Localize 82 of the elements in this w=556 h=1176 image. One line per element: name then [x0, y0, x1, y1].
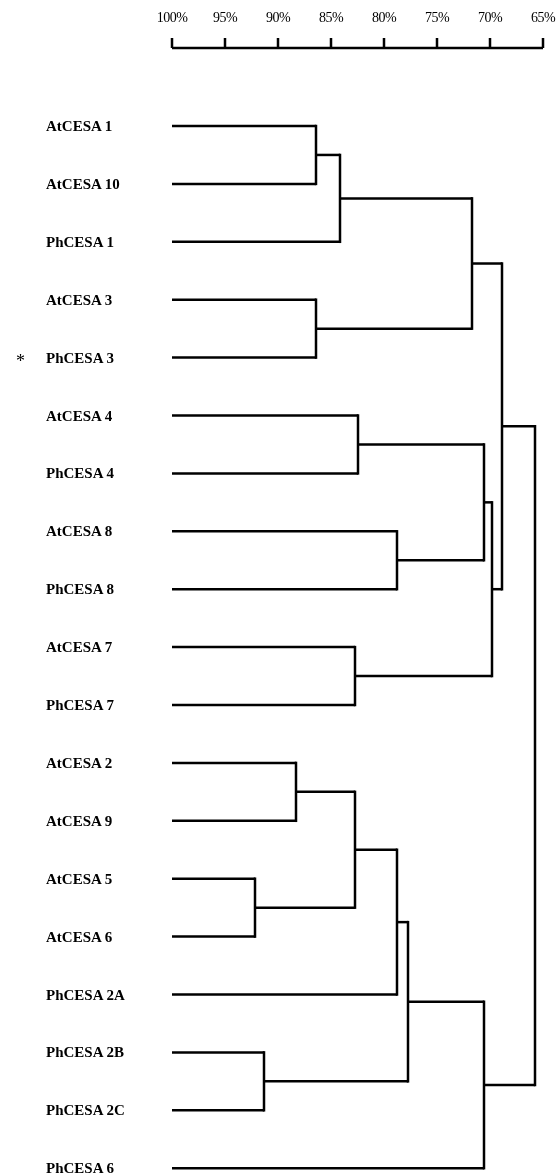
clade-bracket — [262, 1051, 266, 1112]
sequence-label: PhCESA 2A — [46, 985, 125, 1004]
sequence-label: PhCESA 8 — [46, 580, 114, 599]
clade-bracket — [353, 790, 357, 909]
branch-line — [172, 1166, 484, 1170]
branch-line — [355, 848, 397, 851]
sequence-label: AtCESA 10 — [46, 174, 120, 193]
sequence-label: AtCESA 4 — [46, 406, 113, 425]
branch-line — [172, 298, 316, 301]
sequence-label: AtCESA 6 — [46, 927, 113, 946]
clade-bracket — [353, 645, 357, 707]
branch-line — [484, 501, 492, 504]
sequence-label: AtCESA 2 — [46, 753, 113, 772]
branch-line — [172, 935, 255, 938]
branch-line — [172, 993, 397, 996]
sequence-label: AtCESA 1 — [46, 117, 113, 135]
sequence-label: PhCESA 6 — [46, 1159, 114, 1176]
sequence-label: AtCESA 9 — [46, 811, 113, 830]
branch-line — [355, 674, 492, 678]
branch-line — [255, 906, 355, 909]
branch-line — [172, 761, 296, 765]
branch-line — [397, 920, 408, 924]
clade-bracket — [395, 848, 399, 996]
branch-line — [172, 472, 358, 475]
sequence-label: AtCESA 8 — [46, 522, 113, 541]
clade-bracket — [395, 530, 399, 591]
branch-line — [472, 262, 502, 265]
clade-bracket — [314, 124, 318, 186]
axis-tick-label: 70% — [477, 10, 503, 26]
branch-line — [408, 1000, 484, 1003]
clade-bracket — [314, 298, 318, 359]
branch-line — [397, 559, 484, 562]
axis-tick-label: 95% — [212, 10, 238, 26]
branch-line — [502, 425, 535, 428]
sequence-label: PhCESA 2B — [46, 1043, 124, 1062]
sequence-label: AtCESA 3 — [46, 290, 113, 309]
branch-line — [172, 1109, 264, 1112]
clade-bracket — [470, 197, 474, 330]
branch-line — [316, 153, 340, 157]
branch-line — [340, 197, 472, 200]
branch-line — [172, 587, 397, 591]
branch-line — [172, 819, 296, 823]
branch-line — [172, 414, 358, 417]
sequence-label: AtCESA 7 — [46, 638, 113, 657]
axis-tick-label: 90% — [265, 10, 291, 26]
clade-bracket — [490, 501, 494, 678]
sequence-label: AtCESA 5 — [46, 869, 113, 888]
branch-line — [264, 1080, 408, 1083]
branch-line — [172, 182, 316, 186]
clade-bracket — [533, 425, 537, 1087]
clade-bracket — [356, 414, 360, 475]
sequence-label: PhCESA 1 — [46, 232, 114, 251]
branch-line — [172, 530, 397, 533]
branch-line — [492, 587, 502, 591]
sequence-label: PhCESA 7 — [46, 696, 114, 714]
clade-bracket — [482, 1000, 486, 1170]
axis-tick-label: 65% — [530, 10, 556, 26]
clade-bracket — [253, 877, 257, 938]
branch-line — [172, 703, 355, 707]
sequence-label: PhCESA 2C — [46, 1101, 125, 1120]
clade-bracket — [294, 761, 298, 823]
branch-line — [358, 443, 484, 446]
clade-bracket — [482, 443, 486, 562]
branch-line — [316, 327, 472, 330]
sequence-label: PhCESA 3 — [46, 348, 114, 367]
branch-line — [172, 124, 316, 128]
axis-tick-label: 100% — [156, 10, 188, 26]
axis-tick-label: 75% — [424, 10, 450, 26]
clade-bracket — [500, 262, 504, 591]
branch-line — [172, 1051, 264, 1054]
clade-bracket — [338, 153, 342, 244]
branch-line — [296, 790, 355, 794]
branch-line — [172, 356, 316, 359]
axis-tick-label: 85% — [318, 10, 344, 26]
axis-tick-label: 80% — [371, 10, 397, 26]
sequence-label: PhCESA 4 — [46, 464, 114, 483]
footnote-mark: * — [16, 351, 25, 370]
branch-line — [172, 240, 340, 244]
branch-line — [484, 1083, 535, 1087]
clade-bracket — [406, 920, 410, 1083]
branch-line — [172, 877, 255, 880]
branch-line — [172, 645, 355, 649]
